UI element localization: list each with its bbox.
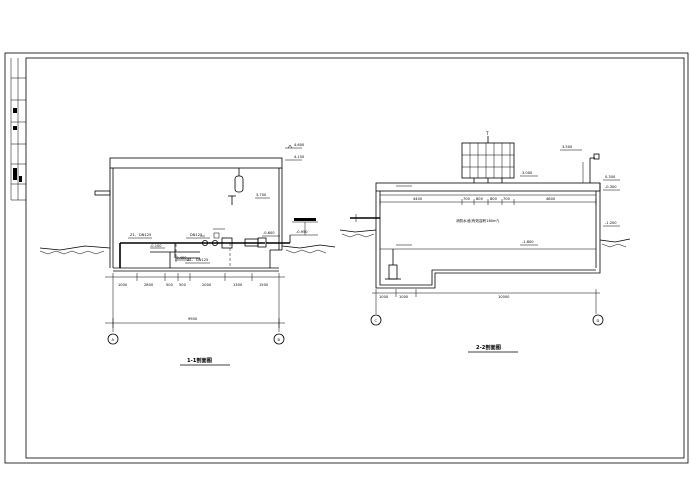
svg-text:Z1-: Z1-: [187, 258, 194, 262]
axis-label-c: C: [375, 319, 378, 323]
ground-line-left-1: [39, 245, 111, 251]
pipe-label-2: DN125: [190, 233, 202, 237]
section-1-title: 1-1剖面图: [187, 356, 212, 364]
ground-line-right-1: [281, 244, 336, 249]
section-2-title: 2-2剖面图: [476, 343, 501, 351]
axis-label-a: A: [112, 338, 115, 342]
dim-1-c: 500: [166, 283, 174, 287]
dim-1-b: 2800: [144, 283, 154, 287]
pressure-vessel: [234, 175, 244, 193]
tank-label: 消防水池(有效容积180m³): [456, 218, 500, 223]
dim-2-bot-c: 10000: [498, 295, 510, 299]
dim-1-f: 1300: [233, 283, 243, 287]
dim-chain-1: 1000 2800 500 500 2000 1300 1500 9900: [105, 273, 285, 332]
dim-2-top-e: 700: [503, 197, 511, 201]
sump-pump: [388, 264, 398, 280]
dim-2-top-b: 700: [463, 197, 471, 201]
dim-1-e: 2000: [202, 283, 212, 287]
svg-text:-0.300: -0.300: [605, 185, 617, 189]
svg-text:-0.950: -0.950: [296, 230, 308, 234]
title-strip: [10, 58, 26, 201]
axis-bubble-d: [592, 314, 604, 326]
svg-text:0.300: 0.300: [605, 175, 616, 179]
sheet-inner-border: [25, 57, 685, 459]
tank-floor: [379, 245, 596, 286]
dim-2-top-d: 800: [490, 197, 498, 201]
tower-mark: T: [485, 131, 489, 136]
svg-text:-0.600: -0.600: [263, 231, 275, 235]
dim-1-d: 500: [179, 283, 187, 287]
elev-marks-1: 4.600 4.150 3.700: [255, 143, 305, 199]
svg-text:3.700: 3.700: [256, 193, 267, 197]
svg-text:4.600: 4.600: [294, 143, 305, 147]
svg-text:3.500: 3.500: [562, 145, 573, 149]
pipe-label-3: DN125: [196, 258, 208, 262]
ground-line-right-2: [599, 238, 631, 243]
svg-text:-1.200: -1.200: [605, 221, 617, 225]
axis-bubble-a: [107, 333, 119, 345]
elev-marks-2: 3.500 3.000 0.300 -0.300 -1.200 -1.800: [396, 145, 620, 246]
tank-roof: [375, 182, 601, 192]
axis-bubble-b: [273, 333, 285, 345]
svg-text:-0.450: -0.450: [175, 256, 187, 260]
dim-1-a: 1000: [118, 283, 128, 287]
axis-label-d: D: [597, 319, 600, 323]
cooling-tower: T: [461, 131, 515, 183]
dim-2-bot-b: 1000: [399, 295, 409, 299]
svg-text:Z1-: Z1-: [130, 233, 137, 237]
dim-chain-2-bottom: 1000 1000 10000: [372, 289, 600, 314]
svg-text:3.000: 3.000: [522, 171, 533, 175]
section-1-1: 4.600 4.150 3.700: [39, 143, 336, 366]
sheet-outer-border: [4, 52, 689, 464]
roof-slab-1: [109, 157, 283, 169]
dim-2-top-a: 4400: [413, 197, 423, 201]
axis-bubble-c: [370, 314, 382, 326]
pipe-label-1: DN125: [139, 233, 151, 237]
dim-2-top-c: 800: [476, 197, 484, 201]
dim-chain-2-top: 4400 700 800 800 700 4800: [379, 197, 597, 205]
ground-line-left-2: [339, 229, 377, 233]
dim-1-g: 1500: [259, 283, 269, 287]
svg-text:-0.100: -0.100: [150, 244, 162, 248]
dim-2-bot-a: 1000: [379, 295, 389, 299]
pipe-labels-1: Z1- DN125 DN125 Z1- DN125 -0.100 -0.450 …: [128, 218, 318, 264]
svg-text:-1.800: -1.800: [522, 240, 534, 244]
dim-1-total: 9900: [188, 317, 198, 321]
pipe-network-1: [119, 228, 291, 268]
svg-text:4.150: 4.150: [294, 155, 305, 159]
section-2-2: T 3.500 3.000: [339, 131, 631, 353]
axis-label-b: B: [278, 338, 281, 342]
dim-2-top-f: 4800: [546, 197, 556, 201]
